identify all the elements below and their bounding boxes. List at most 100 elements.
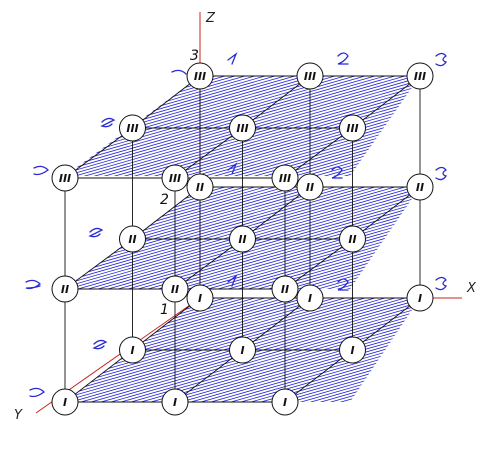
hatch-line — [440, 177, 500, 297]
node-circle — [271, 388, 299, 416]
lattice-node: I — [51, 388, 79, 416]
lattice-edge — [352, 297, 421, 351]
hatch-line — [0, 177, 60, 297]
node-label: II — [238, 233, 246, 246]
lattice-edge — [64, 238, 133, 290]
hatch-line — [65, 76, 420, 176]
hatch-line — [460, 66, 500, 186]
hatch-line — [289, 187, 420, 289]
hatch-line — [279, 187, 420, 289]
lattice-edge — [352, 75, 421, 129]
hatch-line — [0, 288, 40, 408]
mark-front-top — [33, 165, 49, 176]
hatch-line — [169, 187, 420, 289]
y-axis-label: Y — [14, 408, 23, 423]
node-label: I — [308, 292, 312, 305]
hatch-line — [69, 187, 420, 289]
lattice-edges — [64, 75, 421, 403]
hatch-line — [65, 187, 361, 289]
mark-left-low — [92, 339, 108, 350]
node-circle — [119, 336, 146, 364]
hatch-line — [309, 298, 420, 402]
lattice-node: III — [406, 62, 434, 90]
lattice-node: I — [161, 388, 189, 416]
lattice-node: II — [339, 225, 366, 253]
node-label: I — [173, 396, 177, 409]
lattice-node: I — [186, 284, 214, 312]
hatch-line — [79, 76, 420, 176]
hatch-line — [79, 298, 420, 402]
hatch-line — [229, 187, 420, 289]
node-label: III — [279, 172, 291, 185]
hatch-line — [65, 298, 91, 402]
hatch-line — [65, 298, 420, 402]
hatch-line — [89, 298, 420, 402]
hatch-line — [440, 66, 500, 186]
hatch-line — [470, 177, 500, 297]
hatch-line — [65, 187, 91, 289]
hatch-line — [0, 177, 20, 297]
mark-top-2 — [337, 52, 349, 65]
node-circle — [296, 173, 324, 201]
level-label-2: 2 — [160, 192, 169, 208]
x-axis-label: X — [466, 281, 477, 296]
hatch-line — [490, 177, 500, 297]
hatch-line — [69, 298, 420, 402]
hatch-line — [65, 298, 420, 402]
lattice-node: III — [296, 62, 324, 90]
hatch-line — [65, 187, 261, 289]
hatch-line — [289, 76, 420, 176]
node-circle — [339, 114, 366, 142]
node-circle — [161, 388, 189, 416]
node-circle — [296, 62, 324, 90]
mark-top-3 — [435, 52, 448, 67]
hatch-line — [65, 298, 261, 402]
node-label: III — [194, 70, 206, 83]
node-circle — [186, 173, 214, 201]
hatch-line — [65, 298, 361, 402]
hatch-line — [490, 66, 500, 186]
lattice-node: I — [339, 336, 366, 364]
hatch-line — [159, 187, 420, 289]
hatch-line — [249, 187, 420, 289]
hatch-line — [119, 298, 420, 402]
hatch-line — [430, 177, 500, 297]
hatch-line — [65, 298, 371, 402]
lattice-node: II — [161, 275, 189, 303]
hatch-line — [309, 76, 420, 176]
hatch-line — [229, 76, 420, 176]
lattice-edge — [242, 75, 311, 129]
lattice-node: II — [229, 225, 256, 253]
node-label: II — [416, 181, 424, 194]
hatch-line — [440, 288, 500, 408]
hatch-line — [239, 298, 420, 402]
node-label: I — [130, 344, 134, 357]
lattice-node: III — [161, 164, 189, 192]
mark-low-2 — [337, 278, 349, 291]
lattice-node: I — [119, 336, 146, 364]
lattice-edge — [284, 238, 353, 290]
hatch-line — [0, 288, 30, 408]
lattice-edge — [64, 127, 133, 179]
hatch-line — [89, 187, 420, 289]
hatch-line — [279, 298, 420, 402]
node-label: II — [281, 283, 289, 296]
lattice-edge — [174, 238, 243, 290]
node-label: II — [196, 181, 204, 194]
hatch-line — [269, 187, 420, 289]
hatch-line — [79, 187, 420, 289]
hatch-line — [369, 76, 420, 176]
node-circle — [296, 284, 324, 312]
lattice-node: I — [406, 284, 434, 312]
mark-mid-2 — [331, 166, 343, 179]
lattice-edge — [242, 186, 311, 240]
hatch-line — [65, 298, 101, 402]
hatch-line — [159, 76, 420, 176]
hatch-line — [269, 298, 420, 402]
hatch-line — [279, 76, 420, 176]
hatch-line — [65, 298, 221, 402]
mark-left-top — [100, 117, 116, 128]
